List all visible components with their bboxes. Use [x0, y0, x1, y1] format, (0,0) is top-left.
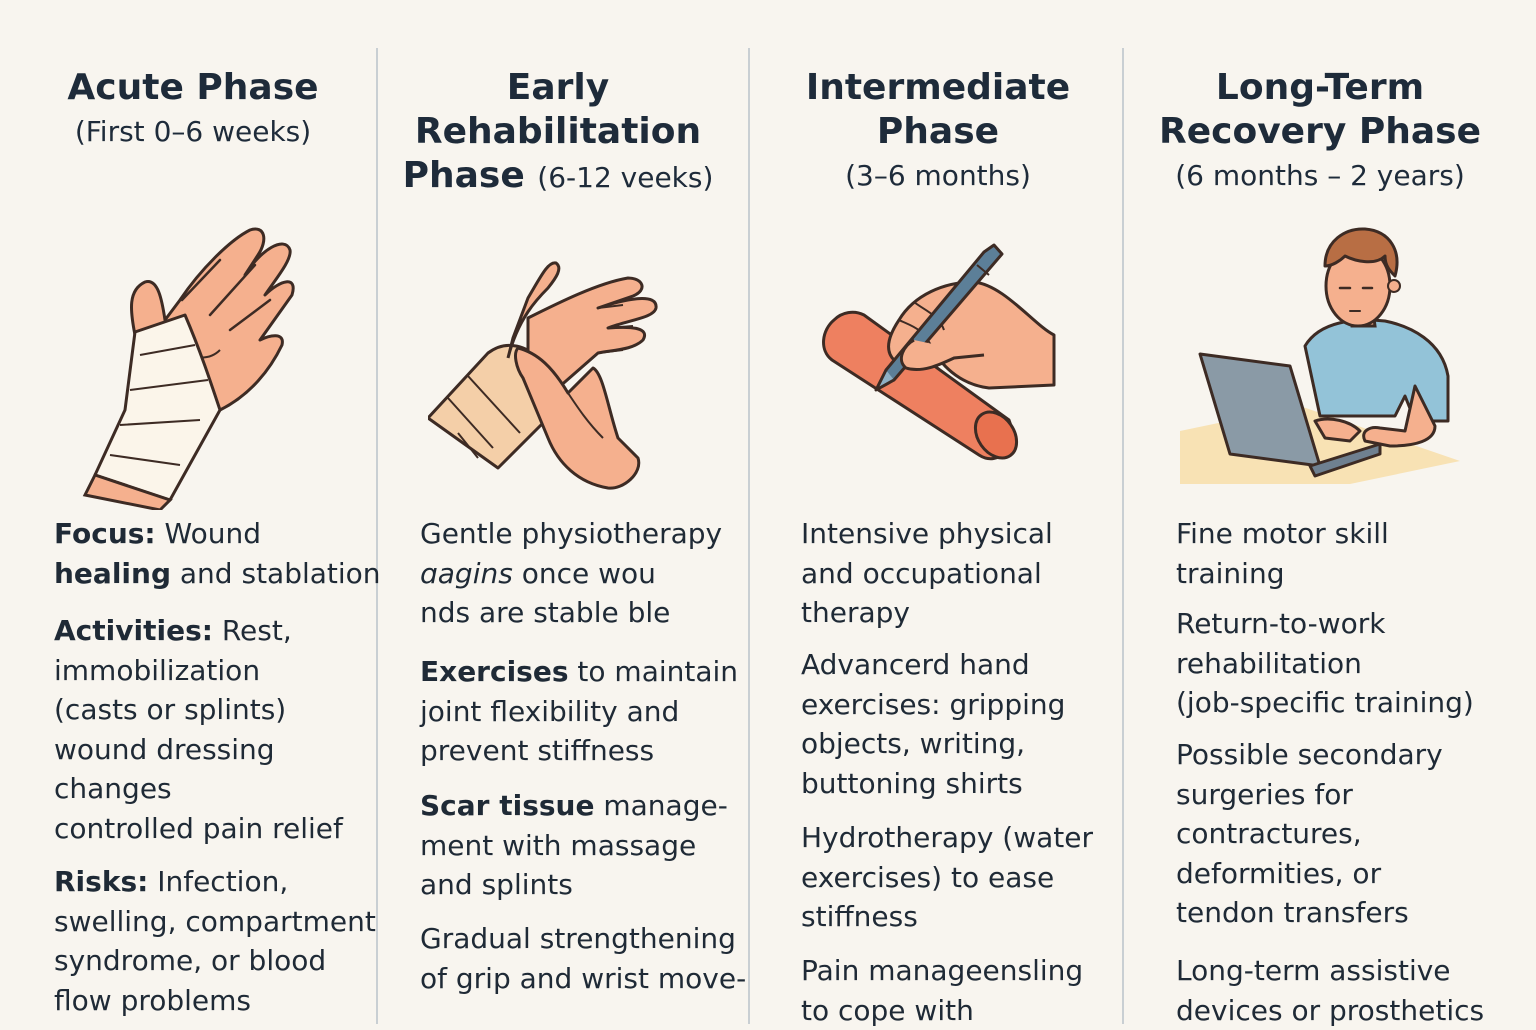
phase-title: Acute Phase (First 0–6 weeks) [10, 66, 376, 154]
column-divider [376, 48, 378, 1024]
phase-subtitle: (6 months – 2 years) [1175, 159, 1465, 192]
phase-title: Long-Term Recovery Phase (6 months – 2 y… [1104, 66, 1536, 198]
person-laptop-icon [1180, 227, 1460, 484]
phase-paragraph: Activities: Rest,immobilization(casts or… [54, 614, 343, 845]
hand-massage-icon [428, 261, 658, 490]
column-divider [748, 48, 750, 1024]
phase-title: Early Rehabilitation Phase (6-12 veeks) [368, 66, 748, 200]
bandaged-hand-icon [82, 227, 295, 510]
phase-subtitle: (6-12 veeks) [537, 161, 714, 194]
phase-title-line: Long-Term [1215, 67, 1425, 108]
phase-column-intermediate: Intermediate Phase (3–6 months) Intensiv… [750, 0, 1122, 1027]
phase-title-line: Intermediate [805, 67, 1071, 108]
phase-title-line: Phase [876, 111, 1000, 152]
column-divider [1122, 48, 1124, 1024]
phase-subtitle: (First 0–6 weeks) [74, 115, 312, 148]
phase-column-long-term-recovery: Long-Term Recovery Phase (6 months – 2 y… [1124, 0, 1536, 1027]
phase-column-acute: Acute Phase (First 0–6 weeks) Focus: Wou… [0, 0, 381, 1024]
hand-writing-pen-icon [822, 243, 1056, 461]
phase-title-line: Phase (6-12 veeks) [402, 155, 714, 196]
phase-title-line: Early [506, 67, 610, 108]
phase-title-line: Acute Phase [67, 67, 319, 108]
phase-subtitle: (3–6 months) [845, 159, 1031, 192]
phase-column-early-rehabilitation: Early Rehabilitation Phase (6-12 veeks) … [378, 0, 748, 1024]
phase-title-line: Recovery Phase [1159, 111, 1481, 152]
phase-title: Intermediate Phase (3–6 months) [754, 66, 1122, 198]
phase-title-line: Rehabilitation [414, 111, 702, 152]
